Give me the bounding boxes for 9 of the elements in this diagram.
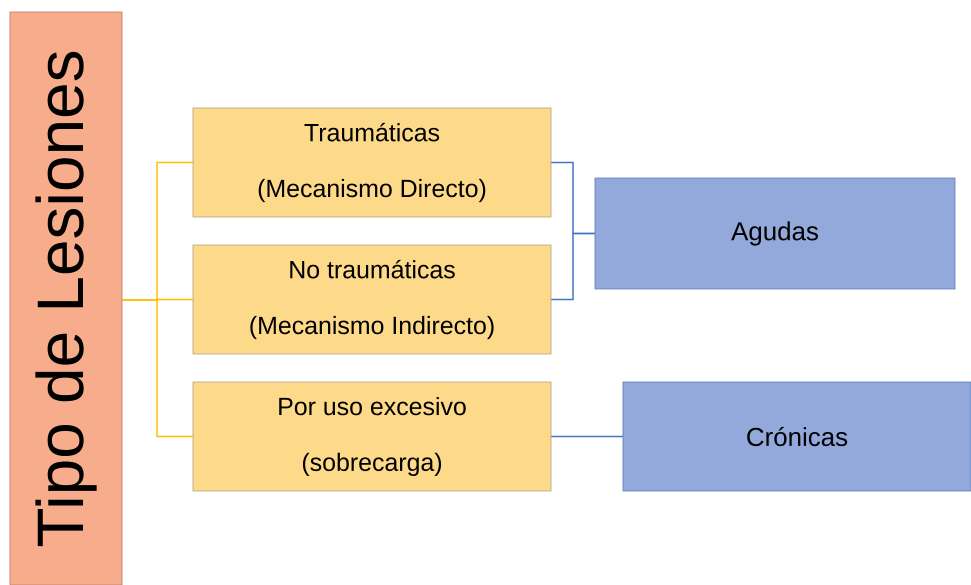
category-box: No traumáticas (Mecanismo Indirecto) — [192, 244, 552, 354]
result-box: Crónicas — [622, 382, 971, 492]
connector-line — [122, 299, 193, 438]
title-bar: Tipo de Lesiones — [10, 12, 122, 585]
connector-line — [551, 232, 595, 300]
category-box: Por uso excesivo (sobrecarga) — [192, 382, 552, 492]
connector-line — [551, 436, 623, 438]
category-box: Traumáticas (Mecanismo Directo) — [192, 108, 552, 218]
result-box: Agudas — [594, 178, 956, 290]
